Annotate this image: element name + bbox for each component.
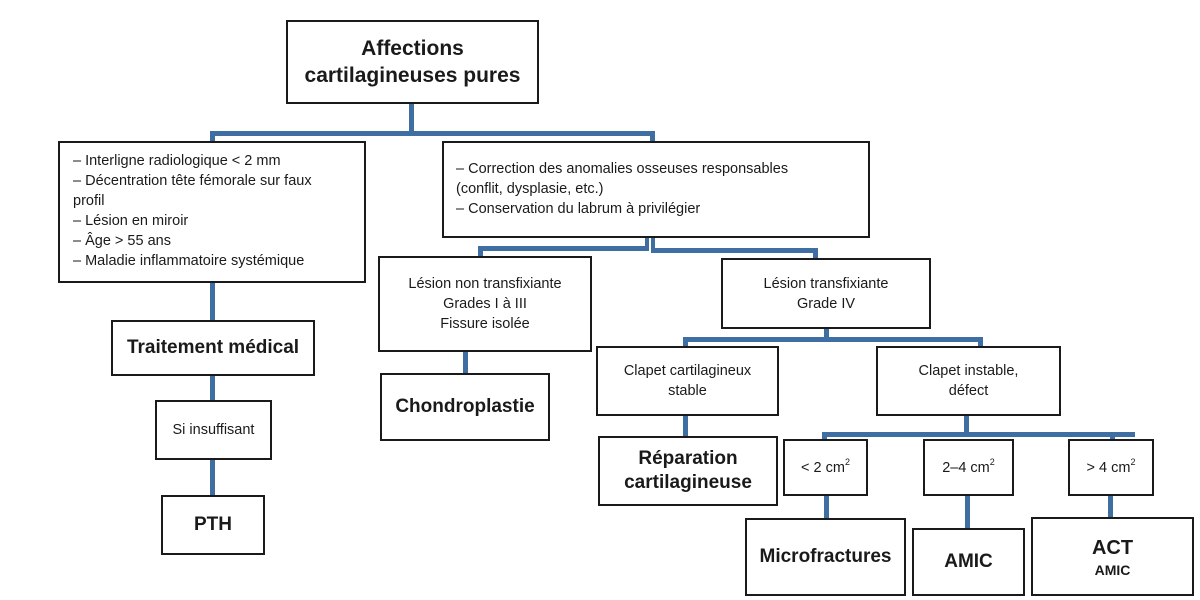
left-criteria-line: – Âge > 55 ans <box>73 233 171 249</box>
connector-right-criteria-down-left <box>645 236 649 250</box>
node-chondroplastie: Chondroplastie <box>380 373 550 441</box>
lesion-non-transfixiante-line: Grades I à III <box>443 296 527 312</box>
connector-level4-horizontal <box>822 432 1135 437</box>
right-criteria-line: – Correction des anomalies osseuses resp… <box>456 161 789 177</box>
connector-level3-horizontal <box>683 337 983 342</box>
connector-to-lesion-non-transfixiante <box>478 246 483 258</box>
left-criteria-line: – Décentration tête fémorale sur faux <box>73 173 312 189</box>
node-pth: PTH <box>161 495 265 555</box>
node-left-criteria: – Interligne radiologique < 2 mm – Décen… <box>58 141 366 283</box>
clapet-stable-line: Clapet cartilagineux <box>623 363 752 379</box>
left-criteria-line: – Interligne radiologique < 2 mm <box>73 153 281 169</box>
chondroplastie-label: Chondroplastie <box>395 396 535 417</box>
size-medium-text: 2–4 cm <box>942 459 990 476</box>
connector-lesion-non-to-chondroplastie <box>463 350 468 374</box>
connector-si-insuffisant-to-pth <box>210 458 215 496</box>
connector-clapet-stable-to-reparation <box>683 414 688 438</box>
lesion-non-transfixiante-line: Lésion non transfixiante <box>408 276 562 292</box>
si-insuffisant-label: Si insuffisant <box>172 422 255 438</box>
connector-clapet-instable-down <box>964 414 969 434</box>
connector-level1-horizontal <box>210 131 655 136</box>
connector-lesion-transfixiante-down <box>824 327 829 339</box>
node-lesion-transfixiante: Lésion transfixiante Grade IV <box>721 258 931 329</box>
right-criteria-line: – Conservation du labrum à privilégier <box>456 201 701 217</box>
node-size-large: > 4 cm2 <box>1068 439 1154 496</box>
connector-size-large-to-act <box>1108 494 1113 518</box>
lesion-transfixiante-line: Grade IV <box>796 295 856 312</box>
connector-to-size-large <box>1110 432 1115 441</box>
node-traitement-medical: Traitement médical <box>111 320 315 376</box>
node-right-criteria: – Correction des anomalies osseuses resp… <box>442 141 870 238</box>
left-criteria-line: – Lésion en miroir <box>73 213 189 229</box>
connector-root-down <box>409 103 414 134</box>
size-medium-label: 2–4 cm2 <box>942 456 995 478</box>
microfractures-label: Microfractures <box>759 546 892 567</box>
reparation-line: Réparation <box>638 448 738 469</box>
size-large-text: > 4 cm <box>1086 459 1131 476</box>
clapet-instable-line: défect <box>948 383 989 399</box>
right-criteria-line: (conflit, dysplasie, etc.) <box>456 181 604 197</box>
node-reparation: Réparation cartilagineuse <box>598 436 778 506</box>
connector-left-criteria-to-traitement <box>210 282 215 322</box>
connector-to-lesion-transfixiante <box>813 248 818 260</box>
node-clapet-instable: Clapet instable, défect <box>876 346 1061 416</box>
size-medium-exponent: 2 <box>989 456 995 467</box>
node-size-small: < 2 cm2 <box>783 439 868 496</box>
lesion-transfixiante-line: Lésion transfixiante <box>763 275 889 292</box>
connector-right-criteria-down-right <box>651 236 655 252</box>
root-title-line-2: cartilagineuses pures <box>304 64 521 87</box>
node-si-insuffisant: Si insuffisant <box>155 400 272 460</box>
reparation-line: cartilagineuse <box>624 472 752 493</box>
size-large-exponent: 2 <box>1130 456 1136 467</box>
node-act: ACT AMIC <box>1031 517 1194 596</box>
connector-traitement-to-si-insuffisant <box>210 374 215 402</box>
connector-to-left-criteria <box>210 131 215 144</box>
amic-label: AMIC <box>944 551 993 572</box>
size-large-label: > 4 cm2 <box>1086 456 1136 478</box>
connector-size-medium-to-amic <box>965 494 970 530</box>
left-criteria-line: profil <box>73 193 105 209</box>
connector-level2-left-horizontal <box>478 246 649 251</box>
connector-to-right-criteria <box>650 131 655 144</box>
clapet-instable-line: Clapet instable, <box>918 363 1019 379</box>
node-lesion-non-transfixiante: Lésion non transfixiante Grades I à III … <box>378 256 592 352</box>
clapet-stable-line: stable <box>668 383 707 399</box>
connector-to-clapet-instable <box>978 337 983 349</box>
act-sub-label: AMIC <box>1094 561 1131 578</box>
root-title-line-1: Affections <box>361 37 464 60</box>
size-small-exponent: 2 <box>844 456 850 467</box>
traitement-medical-label: Traitement médical <box>126 337 300 358</box>
connector-to-size-small <box>822 432 827 441</box>
node-microfractures: Microfractures <box>745 518 906 596</box>
lesion-non-transfixiante-line: Fissure isolée <box>440 316 530 332</box>
size-small-label: < 2 cm2 <box>801 456 850 478</box>
connector-size-small-to-microfractures <box>824 494 829 520</box>
left-criteria-line: – Maladie inflammatoire systémique <box>73 253 305 269</box>
size-small-text: < 2 cm <box>801 459 845 476</box>
act-label: ACT <box>1091 536 1134 559</box>
connector-to-clapet-stable <box>683 337 688 349</box>
pth-label: PTH <box>194 514 232 535</box>
node-amic: AMIC <box>912 528 1025 596</box>
node-clapet-stable: Clapet cartilagineux stable <box>596 346 779 416</box>
node-root: Affections cartilagineuses pures <box>286 20 539 104</box>
node-size-medium: 2–4 cm2 <box>923 439 1014 496</box>
connector-level2-right-horizontal <box>651 248 818 253</box>
